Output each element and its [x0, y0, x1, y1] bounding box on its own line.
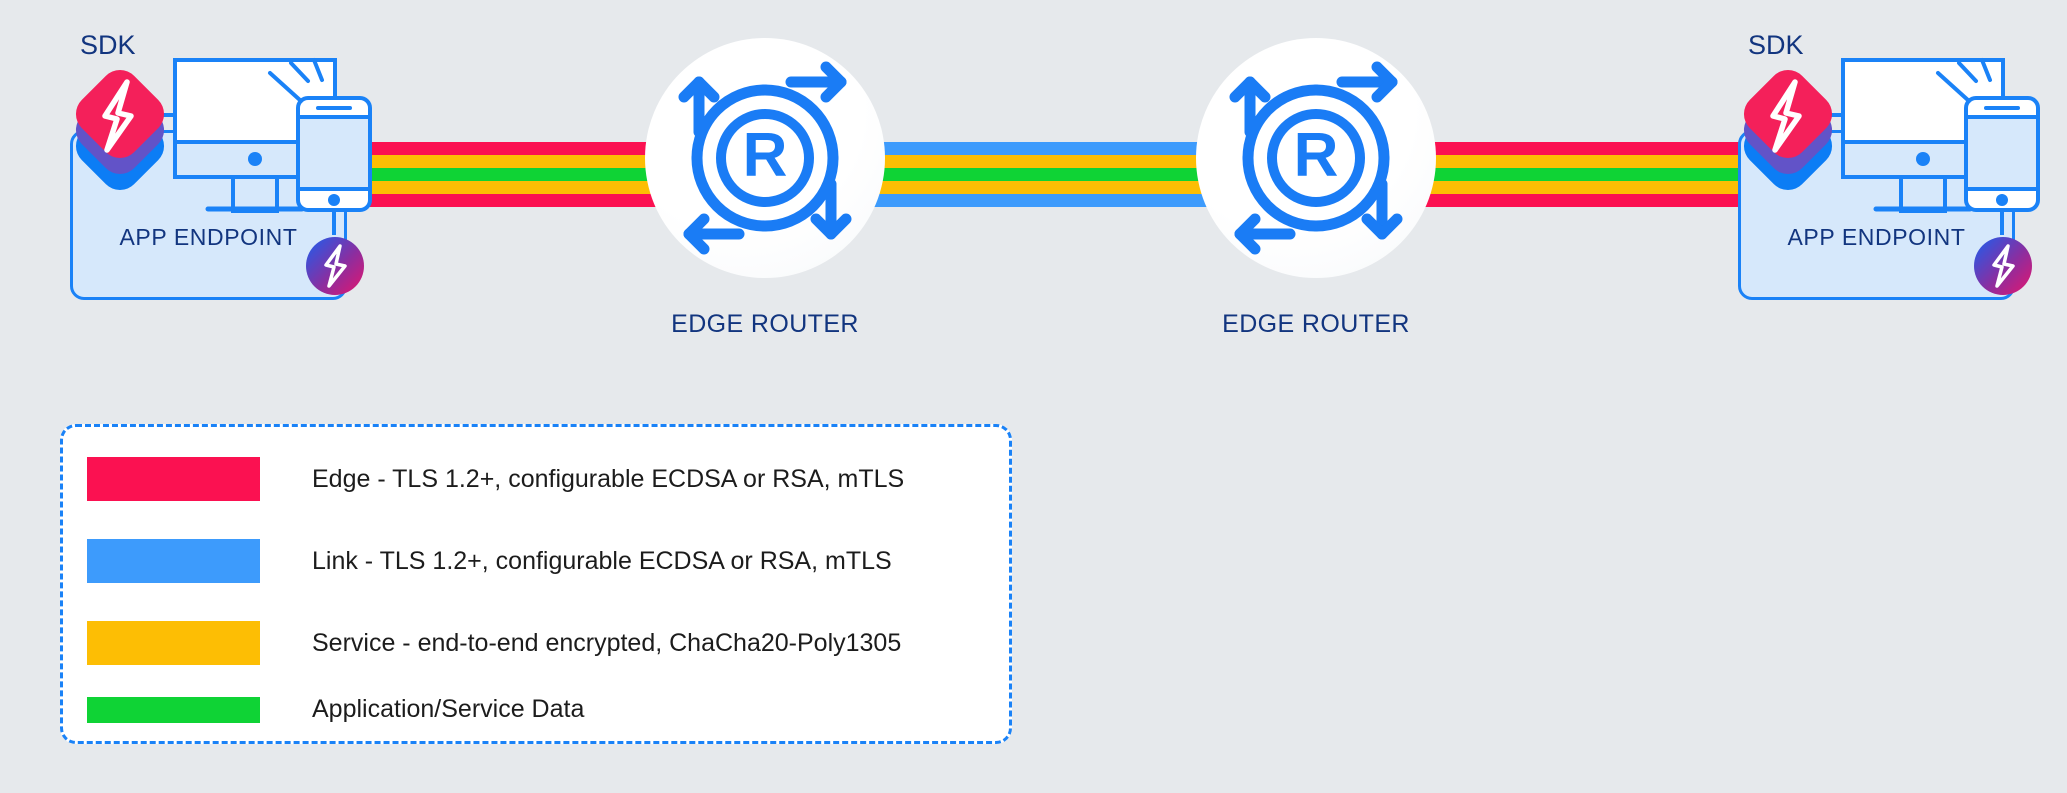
svg-text:R: R: [743, 121, 788, 190]
legend-label-data: Application/Service Data: [312, 695, 585, 723]
router-left-circle[interactable]: [645, 38, 885, 278]
legend-label-link: Link - TLS 1.2+, configurable ECDSA or R…: [312, 546, 892, 575]
band-data: [1370, 168, 1740, 181]
edge-router-icon: R: [665, 58, 865, 258]
sdk-stack-icon: [55, 66, 185, 191]
band-service-top: [1370, 155, 1740, 168]
legend-swatch-service: [87, 621, 260, 665]
endpoint-right-label: APP ENDPOINT: [1787, 224, 1966, 250]
segment-router-right-to-endpoint-right: [1370, 142, 1740, 207]
device-illustration: [1820, 55, 2067, 235]
edge-router-icon: R: [1216, 58, 1416, 258]
legend-panel: Edge - TLS 1.2+, configurable ECDSA or R…: [60, 424, 1012, 744]
ziti-bolt-badge-icon: [304, 235, 366, 297]
segment-endpoint-left-to-router-left: [337, 142, 667, 207]
legend-swatch-link: [87, 539, 260, 583]
band-edge-top: [1370, 142, 1740, 155]
router-right-circle[interactable]: [1196, 38, 1436, 278]
band-data: [337, 168, 667, 181]
band-edge-bot: [1370, 194, 1740, 207]
band-service-bot: [337, 181, 667, 194]
router-right-label: EDGE ROUTER: [1222, 310, 1410, 338]
ziti-bolt-badge-icon: [1972, 235, 2034, 297]
endpoint-left[interactable]: APP ENDPOINT: [60, 30, 390, 300]
legend-item-service: Service - end-to-end encrypted, ChaCha20…: [87, 621, 901, 665]
band-edge-top: [337, 142, 667, 155]
endpoint-right[interactable]: APP ENDPOINT SDK: [1728, 30, 2058, 300]
device-illustration: [152, 55, 400, 235]
sdk-stack-icon: [1723, 66, 1853, 191]
band-service-bot: [1370, 181, 1740, 194]
legend-item-data: Application/Service Data: [87, 695, 584, 724]
router-left-label: EDGE ROUTER: [671, 310, 859, 338]
legend-item-edge: Edge - TLS 1.2+, configurable ECDSA or R…: [87, 457, 904, 501]
sdk-left-label: SDK: [80, 30, 136, 60]
legend-label-edge: Edge - TLS 1.2+, configurable ECDSA or R…: [312, 464, 905, 493]
legend-label-service: Service - end-to-end encrypted, ChaCha20…: [312, 628, 902, 657]
endpoint-left-label: APP ENDPOINT: [119, 224, 298, 250]
svg-text:R: R: [1294, 121, 1339, 190]
legend-item-link: Link - TLS 1.2+, configurable ECDSA or R…: [87, 539, 892, 583]
legend-swatch-data: [87, 696, 260, 723]
band-edge-bot: [337, 194, 667, 207]
sdk-right-label: SDK: [1748, 30, 1804, 60]
legend-swatch-edge: [87, 457, 260, 501]
band-service-top: [337, 155, 667, 168]
